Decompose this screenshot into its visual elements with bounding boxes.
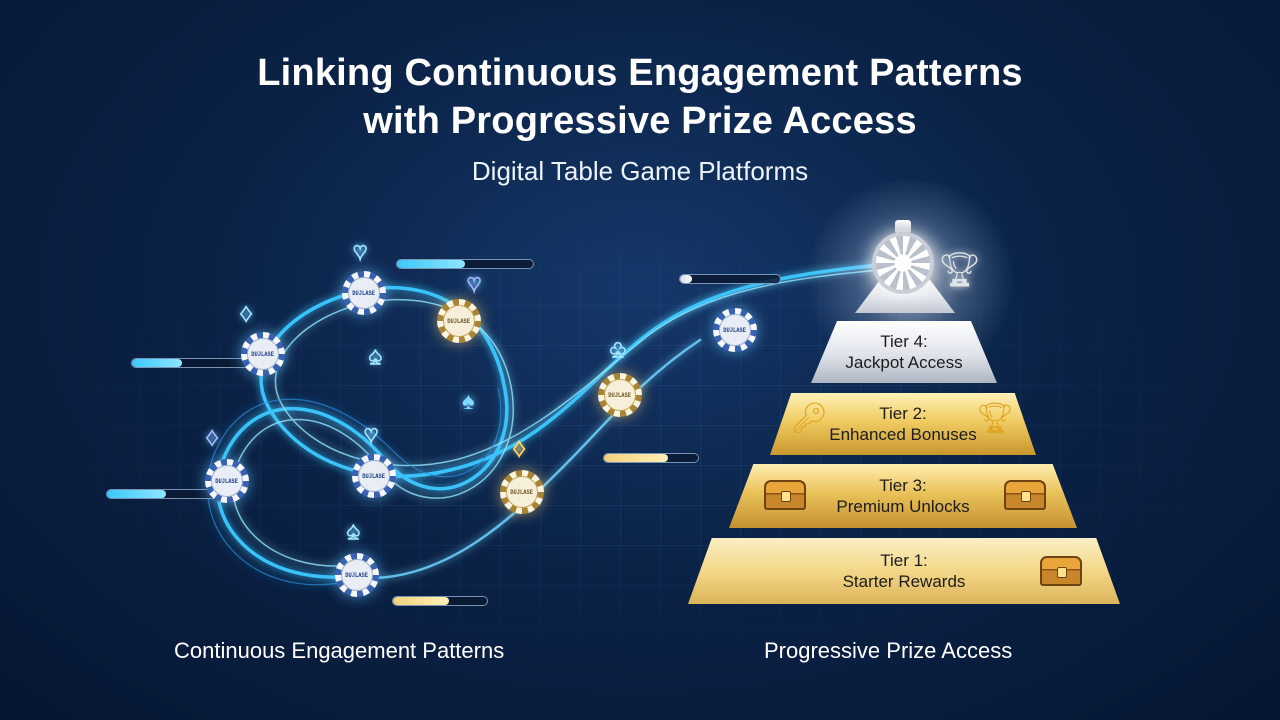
treasure-chest-icon	[764, 480, 806, 510]
casino-chip: DUJLASE	[598, 373, 642, 417]
tier-2-enhanced-bonuses: Tier 2: Enhanced Bonuses	[770, 393, 1036, 455]
progress-fill	[107, 490, 167, 498]
engagement-loop-trail	[207, 387, 502, 586]
tier-number: Tier 2:	[879, 404, 927, 423]
tier-name: Premium Unlocks	[836, 497, 970, 516]
progress-fill	[604, 454, 668, 462]
diamond-icon: ♦	[512, 435, 526, 462]
tier-name: Jackpot Access	[845, 353, 963, 372]
chip-face: DUJLASE	[604, 379, 636, 411]
chip-label: DUJLASE	[723, 326, 747, 334]
subtitle: Digital Table Game Platforms	[471, 156, 809, 186]
progress-fill	[393, 597, 450, 605]
caption-engagement-patterns: Continuous Engagement Patterns	[174, 638, 505, 663]
chip-label: DUJLASE	[362, 472, 386, 480]
heart-icon: ♥	[352, 238, 368, 265]
spade-icon: ♠	[368, 343, 382, 370]
chip-face: DUJLASE	[506, 476, 538, 508]
spade-icon: ♠	[462, 388, 475, 415]
chip-face: DUJLASE	[358, 460, 390, 492]
spade-icon: ♠	[346, 518, 360, 545]
heart-icon: ♥	[466, 270, 482, 297]
connector-path-lower	[373, 338, 702, 580]
progress-fill	[397, 260, 465, 268]
treasure-chest-icon	[1004, 480, 1046, 510]
chip-label: DUJLASE	[447, 317, 471, 325]
casino-chip: DUJLASE	[437, 299, 481, 343]
casino-chip: DUJLASE	[342, 271, 386, 315]
prize-wheel-pointer	[895, 220, 911, 234]
tier-name: Enhanced Bonuses	[829, 425, 977, 444]
progress-bar-center	[603, 453, 699, 463]
chip-label: DUJLASE	[352, 289, 376, 297]
chip-label: DUJLASE	[345, 571, 369, 579]
casino-chip: DUJLASE	[713, 308, 757, 352]
trophy-icon: 🏆︎	[938, 251, 982, 289]
casino-chip: DUJLASE	[335, 553, 379, 597]
chip-face: DUJLASE	[341, 559, 373, 591]
progress-bar-top	[396, 259, 534, 269]
progress-bar-left-mid	[131, 358, 253, 368]
key-icon: 🔑︎	[790, 402, 829, 435]
progress-fill	[132, 359, 183, 367]
tier-number: Tier 1:	[880, 551, 928, 570]
casino-chip: DUJLASE	[241, 332, 285, 376]
diamond-icon: ♦	[205, 424, 219, 451]
heart-icon: ♥	[363, 421, 379, 448]
trophy-icon: 🏆︎	[976, 402, 1015, 435]
chip-face: DUJLASE	[211, 465, 243, 497]
tier-name: Starter Rewards	[842, 572, 966, 591]
treasure-chest-icon	[1040, 556, 1082, 586]
caption-prize-access: Progressive Prize Access	[764, 638, 1013, 663]
engagement-loop-outer	[215, 263, 882, 579]
chip-face: DUJLASE	[247, 338, 279, 370]
title-line-1: Linking Continuous Engagement Patterns	[257, 52, 1023, 94]
tier-number: Tier 4:	[880, 332, 928, 351]
casino-chip: DUJLASE	[500, 470, 544, 514]
club-icon: ♣	[609, 336, 626, 363]
diamond-icon: ♦	[239, 300, 253, 327]
chip-face: DUJLASE	[443, 305, 475, 337]
chip-label: DUJLASE	[510, 488, 534, 496]
chip-label: DUJLASE	[608, 391, 632, 399]
tier-number: Tier 3:	[879, 476, 927, 495]
chip-label: DUJLASE	[215, 477, 239, 485]
casino-chip: DUJLASE	[205, 459, 249, 503]
chip-face: DUJLASE	[719, 314, 751, 346]
casino-chip: DUJLASE	[352, 454, 396, 498]
chip-label: DUJLASE	[251, 350, 275, 358]
progress-bar-right	[679, 274, 781, 284]
tier-4-jackpot-access: Tier 4: Jackpot Access	[811, 321, 997, 383]
title-line-2: with Progressive Prize Access	[363, 100, 917, 142]
progress-bar-bottom	[392, 596, 488, 606]
prize-wheel-icon	[872, 232, 934, 294]
progress-fill	[680, 275, 692, 283]
chip-face: DUJLASE	[348, 277, 380, 309]
